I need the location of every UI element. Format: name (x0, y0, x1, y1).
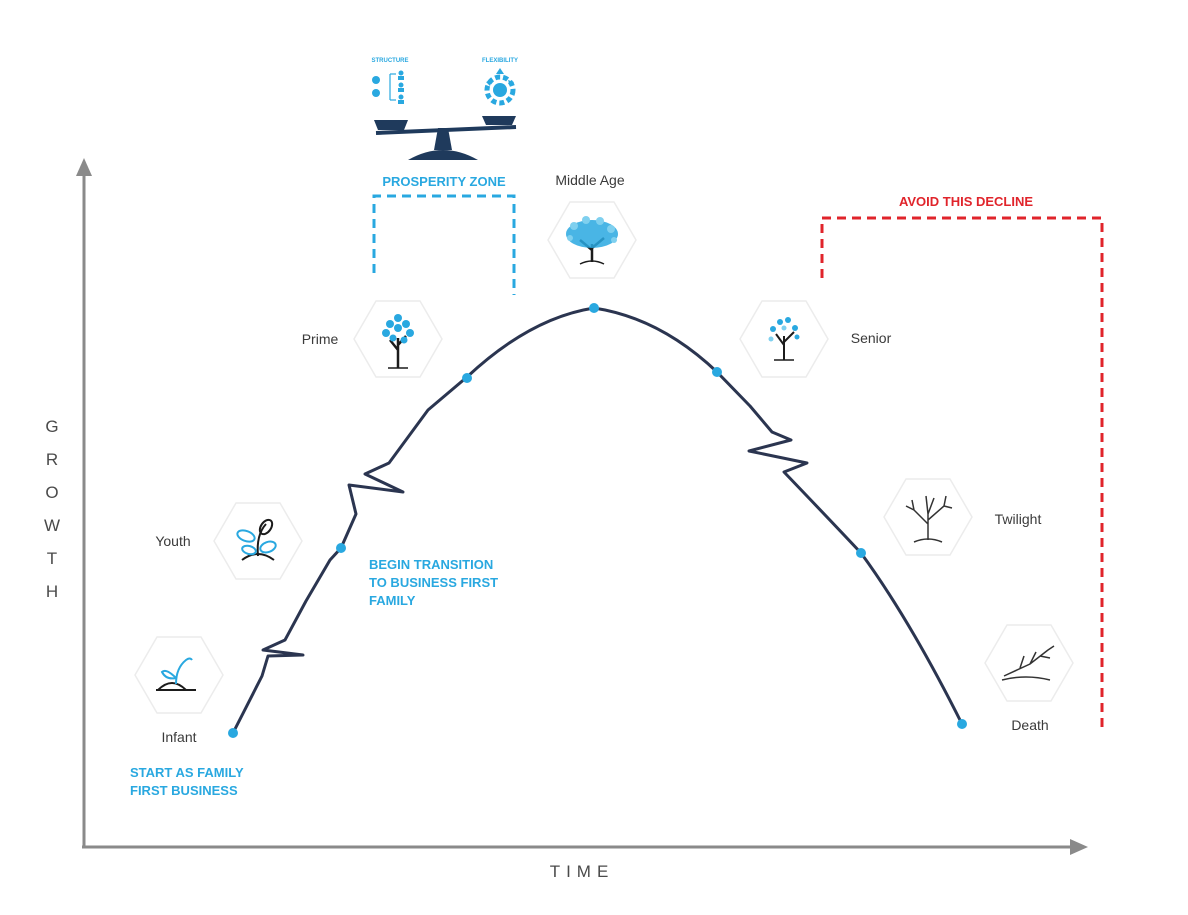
start-note-line1: START AS FAMILY (130, 765, 244, 780)
stage-label-death: Death (1011, 717, 1048, 733)
stage-label-youth: Youth (155, 533, 190, 549)
stage-label-senior: Senior (851, 330, 892, 346)
point-twilight (856, 548, 866, 558)
bare-tree-icon (905, 495, 953, 543)
stage-prime: Prime (302, 300, 443, 378)
point-death (957, 719, 967, 729)
point-senior (712, 367, 722, 377)
balance-scale-icon: STRUCTURE FLEXIBILITY (372, 58, 518, 160)
point-middle-age (589, 303, 599, 313)
prosperity-zone-bracket (372, 194, 516, 295)
y-axis-letter: T (47, 549, 57, 568)
transition-note-line1: BEGIN TRANSITION (369, 557, 493, 572)
y-axis-arrowhead (76, 158, 92, 176)
sprout-icon (156, 657, 196, 691)
point-infant (228, 728, 238, 738)
y-axis-letter: W (44, 516, 60, 535)
y-axis-letter: R (46, 450, 58, 469)
y-axis-letter: O (45, 483, 58, 502)
fallen-tree-icon (1001, 645, 1055, 681)
young-tree-icon (382, 314, 414, 369)
stage-infant: Infant (134, 636, 224, 745)
flexibility-label: FLEXIBILITY (482, 58, 518, 64)
flexibility-gear-icon (484, 68, 516, 106)
stage-death: Death (984, 624, 1074, 733)
x-axis-arrowhead (1070, 839, 1088, 855)
avoid-decline-label: AVOID THIS DECLINE (899, 194, 1033, 209)
structure-label: STRUCTURE (372, 58, 409, 64)
avoid-decline-bracket (820, 216, 1104, 732)
stage-middle-age: Middle Age (547, 172, 637, 279)
stage-senior: Senior (739, 300, 892, 378)
stage-label-infant: Infant (161, 729, 196, 745)
stage-youth: Youth (155, 502, 303, 580)
y-axis-letter: G (45, 417, 58, 436)
point-prime (462, 373, 472, 383)
stage-label-middle-age: Middle Age (555, 172, 624, 188)
lifecycle-curve (231, 306, 964, 734)
curve-points (228, 303, 967, 738)
transition-note-line3: FAMILY (369, 593, 416, 608)
stage-label-prime: Prime (302, 331, 339, 347)
x-axis-label: TIME (550, 862, 615, 881)
prosperity-zone-label: PROSPERITY ZONE (382, 174, 506, 189)
seedling-icon (236, 518, 277, 561)
y-axis-letter: H (46, 582, 58, 601)
stage-label-twilight: Twilight (995, 511, 1042, 527)
point-youth (336, 543, 346, 553)
stage-twilight: Twilight (883, 478, 1042, 556)
full-tree-icon (566, 216, 618, 265)
thinning-tree-icon (768, 317, 800, 361)
structure-icon (372, 70, 404, 104)
transition-note-line2: TO BUSINESS FIRST (369, 575, 498, 590)
start-note-line2: FIRST BUSINESS (130, 783, 238, 798)
